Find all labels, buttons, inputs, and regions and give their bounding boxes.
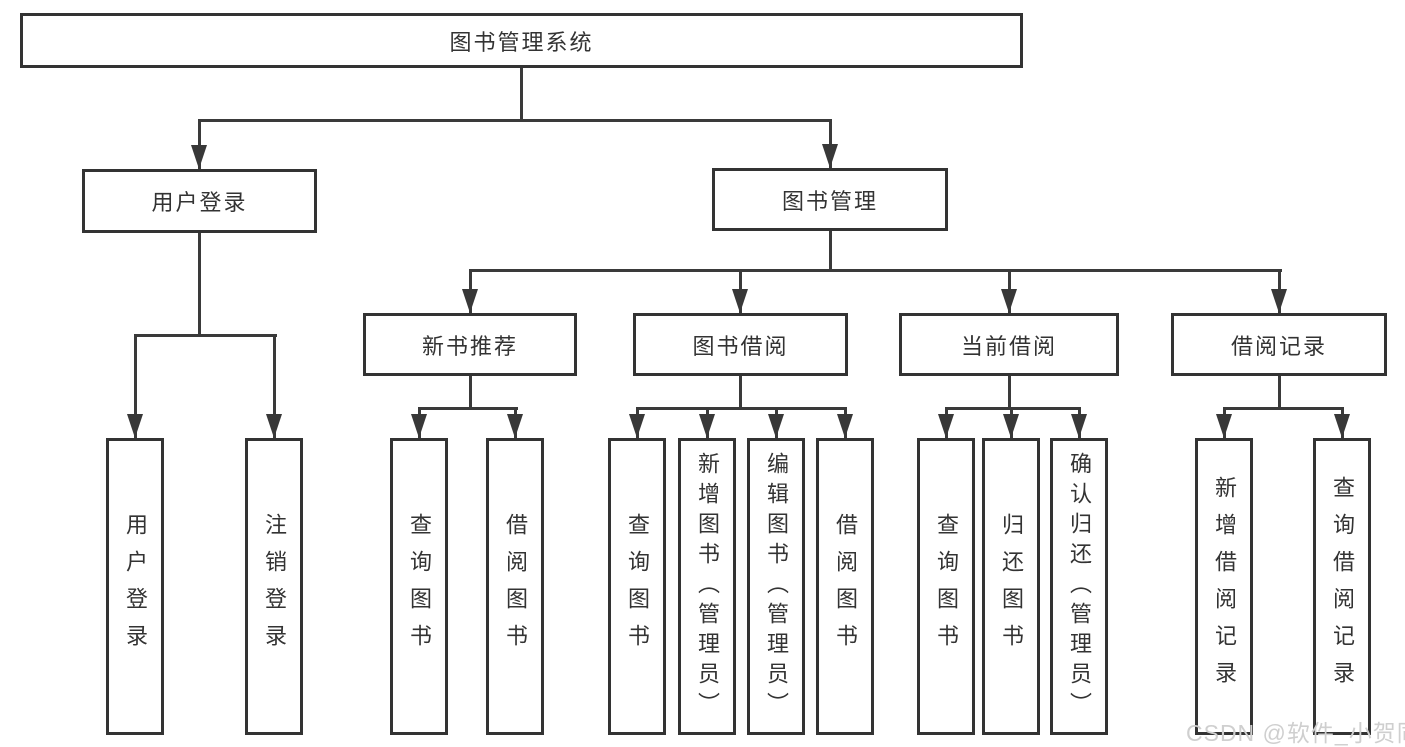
connector-line (1223, 407, 1344, 410)
leaf-logout: 注销登录 (245, 438, 303, 735)
connector-line (1008, 376, 1011, 410)
node-label: 借阅记录 (1230, 333, 1327, 359)
arrow-down-icon (1003, 414, 1019, 438)
node-book-management: 图书管理 (712, 168, 948, 231)
connector-line (829, 231, 832, 272)
node-label: 用户登录 (123, 512, 148, 661)
leaf-borrow-books-recommend: 借阅图书 (486, 438, 544, 735)
arrow-down-icon (266, 414, 282, 438)
connector-line (520, 68, 523, 120)
arrow-down-icon (837, 414, 853, 438)
node-label: 图书管理 (781, 188, 878, 214)
arrow-down-icon (411, 414, 427, 438)
connector-line (134, 334, 277, 337)
node-label: 查询图书 (407, 512, 432, 661)
arrow-down-icon (507, 414, 523, 438)
node-label: 借阅图书 (503, 512, 528, 661)
node-label: 查询图书 (934, 512, 959, 661)
node-label: 确认归还（管理员） (1067, 451, 1092, 722)
leaf-confirm-return-admin: 确认归还（管理员） (1050, 438, 1108, 735)
node-label: 新增借阅记录 (1212, 475, 1237, 698)
arrow-down-icon (127, 414, 143, 438)
node-label: 新增图书（管理员） (695, 451, 720, 722)
node-label: 查询借阅记录 (1330, 475, 1355, 698)
arrow-down-icon (629, 414, 645, 438)
leaf-edit-books-admin: 编辑图书（管理员） (747, 438, 805, 735)
node-user-login: 用户登录 (82, 169, 317, 233)
arrow-down-icon (938, 414, 954, 438)
connector-line (418, 407, 518, 410)
arrow-down-icon (768, 414, 784, 438)
connector-line (134, 334, 137, 438)
connector-line (469, 269, 1282, 272)
arrow-down-icon (732, 289, 748, 313)
node-book-borrowing: 图书借阅 (633, 313, 848, 376)
node-current-borrowing: 当前借阅 (899, 313, 1119, 376)
connector-line (636, 407, 847, 410)
connector-line (198, 119, 832, 122)
arrow-down-icon (1216, 414, 1232, 438)
arrow-down-icon (1071, 414, 1087, 438)
node-label: 查询图书 (625, 512, 650, 661)
connector-line (198, 119, 201, 169)
connector-line (273, 334, 276, 438)
node-label: 注销登录 (262, 512, 287, 661)
leaf-return-books: 归还图书 (982, 438, 1040, 735)
node-label: 借阅图书 (833, 512, 858, 661)
arrow-down-icon (699, 414, 715, 438)
leaf-query-books-current: 查询图书 (917, 438, 975, 735)
arrow-down-icon (1271, 289, 1287, 313)
leaf-user-login: 用户登录 (106, 438, 164, 735)
arrow-down-icon (1001, 289, 1017, 313)
node-label: 图书管理系统 (449, 29, 594, 55)
node-borrowing-records: 借阅记录 (1171, 313, 1387, 376)
node-new-book-recommend: 新书推荐 (363, 313, 577, 376)
leaf-add-books-admin: 新增图书（管理员） (678, 438, 736, 735)
csdn-watermark: CSDN @软件_小贺同学 (1186, 720, 1405, 746)
arrow-down-icon (462, 289, 478, 313)
node-label: 编辑图书（管理员） (764, 451, 789, 722)
connector-line (1278, 376, 1281, 410)
connector-line (829, 119, 832, 168)
leaf-add-borrow-record: 新增借阅记录 (1195, 438, 1253, 735)
connector-line (945, 407, 1081, 410)
connector-line (739, 376, 742, 410)
node-label: 新书推荐 (421, 333, 518, 359)
leaf-query-books-borrowing: 查询图书 (608, 438, 666, 735)
node-label: 归还图书 (999, 512, 1024, 661)
leaf-query-borrow-record: 查询借阅记录 (1313, 438, 1371, 735)
connector-line (469, 376, 472, 410)
arrow-down-icon (1334, 414, 1350, 438)
connector-line (198, 233, 201, 335)
leaf-borrow-books-borrowing: 借阅图书 (816, 438, 874, 735)
node-label: 用户登录 (151, 190, 248, 215)
node-library-system: 图书管理系统 (20, 13, 1023, 68)
node-label: 当前借阅 (960, 333, 1057, 359)
arrow-down-icon (191, 145, 207, 169)
arrow-down-icon (822, 144, 838, 168)
leaf-query-books-recommend: 查询图书 (390, 438, 448, 735)
node-label: 图书借阅 (692, 333, 789, 359)
